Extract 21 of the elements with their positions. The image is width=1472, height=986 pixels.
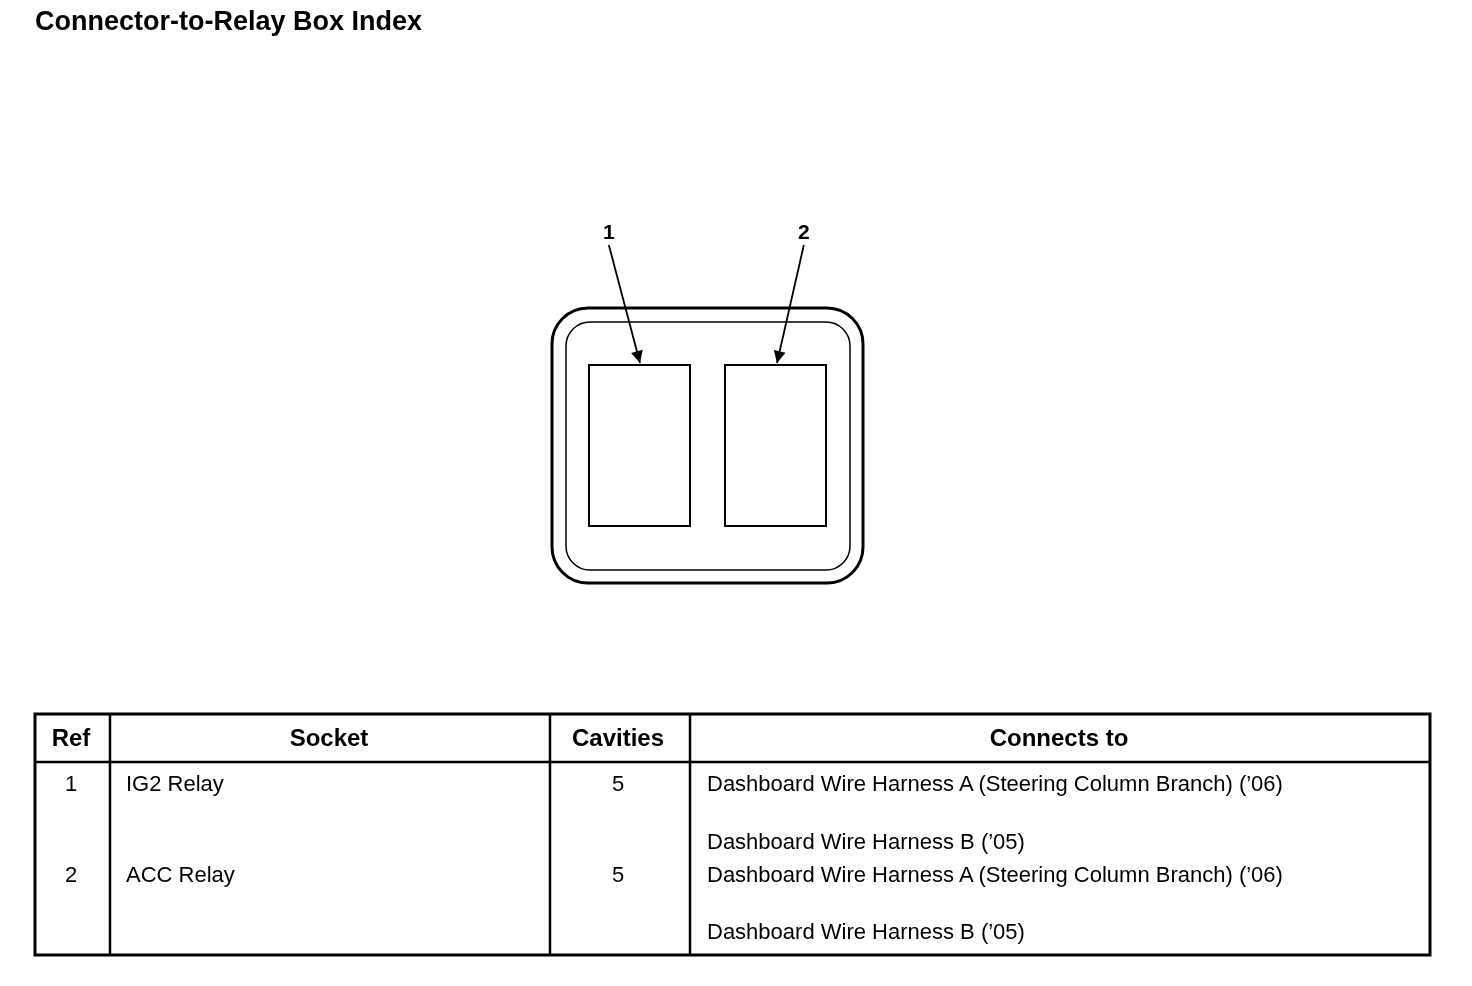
column-header: Connects to — [989, 725, 1129, 751]
cavity-socket — [588, 364, 691, 527]
table-cell-text: Dashboard Wire Harness A (Steering Column Branch) (’06) — [707, 862, 1283, 888]
table-cell-text: Dashboard Wire Harness B (’05) — [707, 829, 1025, 855]
column-header: Cavities — [571, 725, 665, 751]
leader-line — [773, 244, 805, 364]
table-cell-text: 5 — [611, 862, 625, 888]
table-cell-text: Dashboard Wire Harness A (Steering Column Branch) (’06) — [707, 771, 1283, 797]
table-cell-text: Dashboard Wire Harness B (’05) — [707, 919, 1025, 945]
table-cell-text: IG2 Relay — [126, 771, 224, 797]
callout-number: 2 — [798, 221, 810, 243]
table-cell-text: ACC Relay — [126, 862, 235, 888]
table-cell-text: 2 — [64, 862, 78, 888]
cavity-socket — [724, 364, 827, 527]
column-header: Ref — [51, 725, 91, 751]
column-header: Socket — [289, 725, 369, 751]
leader-line — [607, 244, 643, 364]
callout-number: 1 — [603, 221, 615, 243]
table-cell-text: 5 — [611, 771, 625, 797]
title: Connector-to-Relay Box Index — [35, 6, 423, 37]
table-cell-text: 1 — [64, 771, 78, 797]
